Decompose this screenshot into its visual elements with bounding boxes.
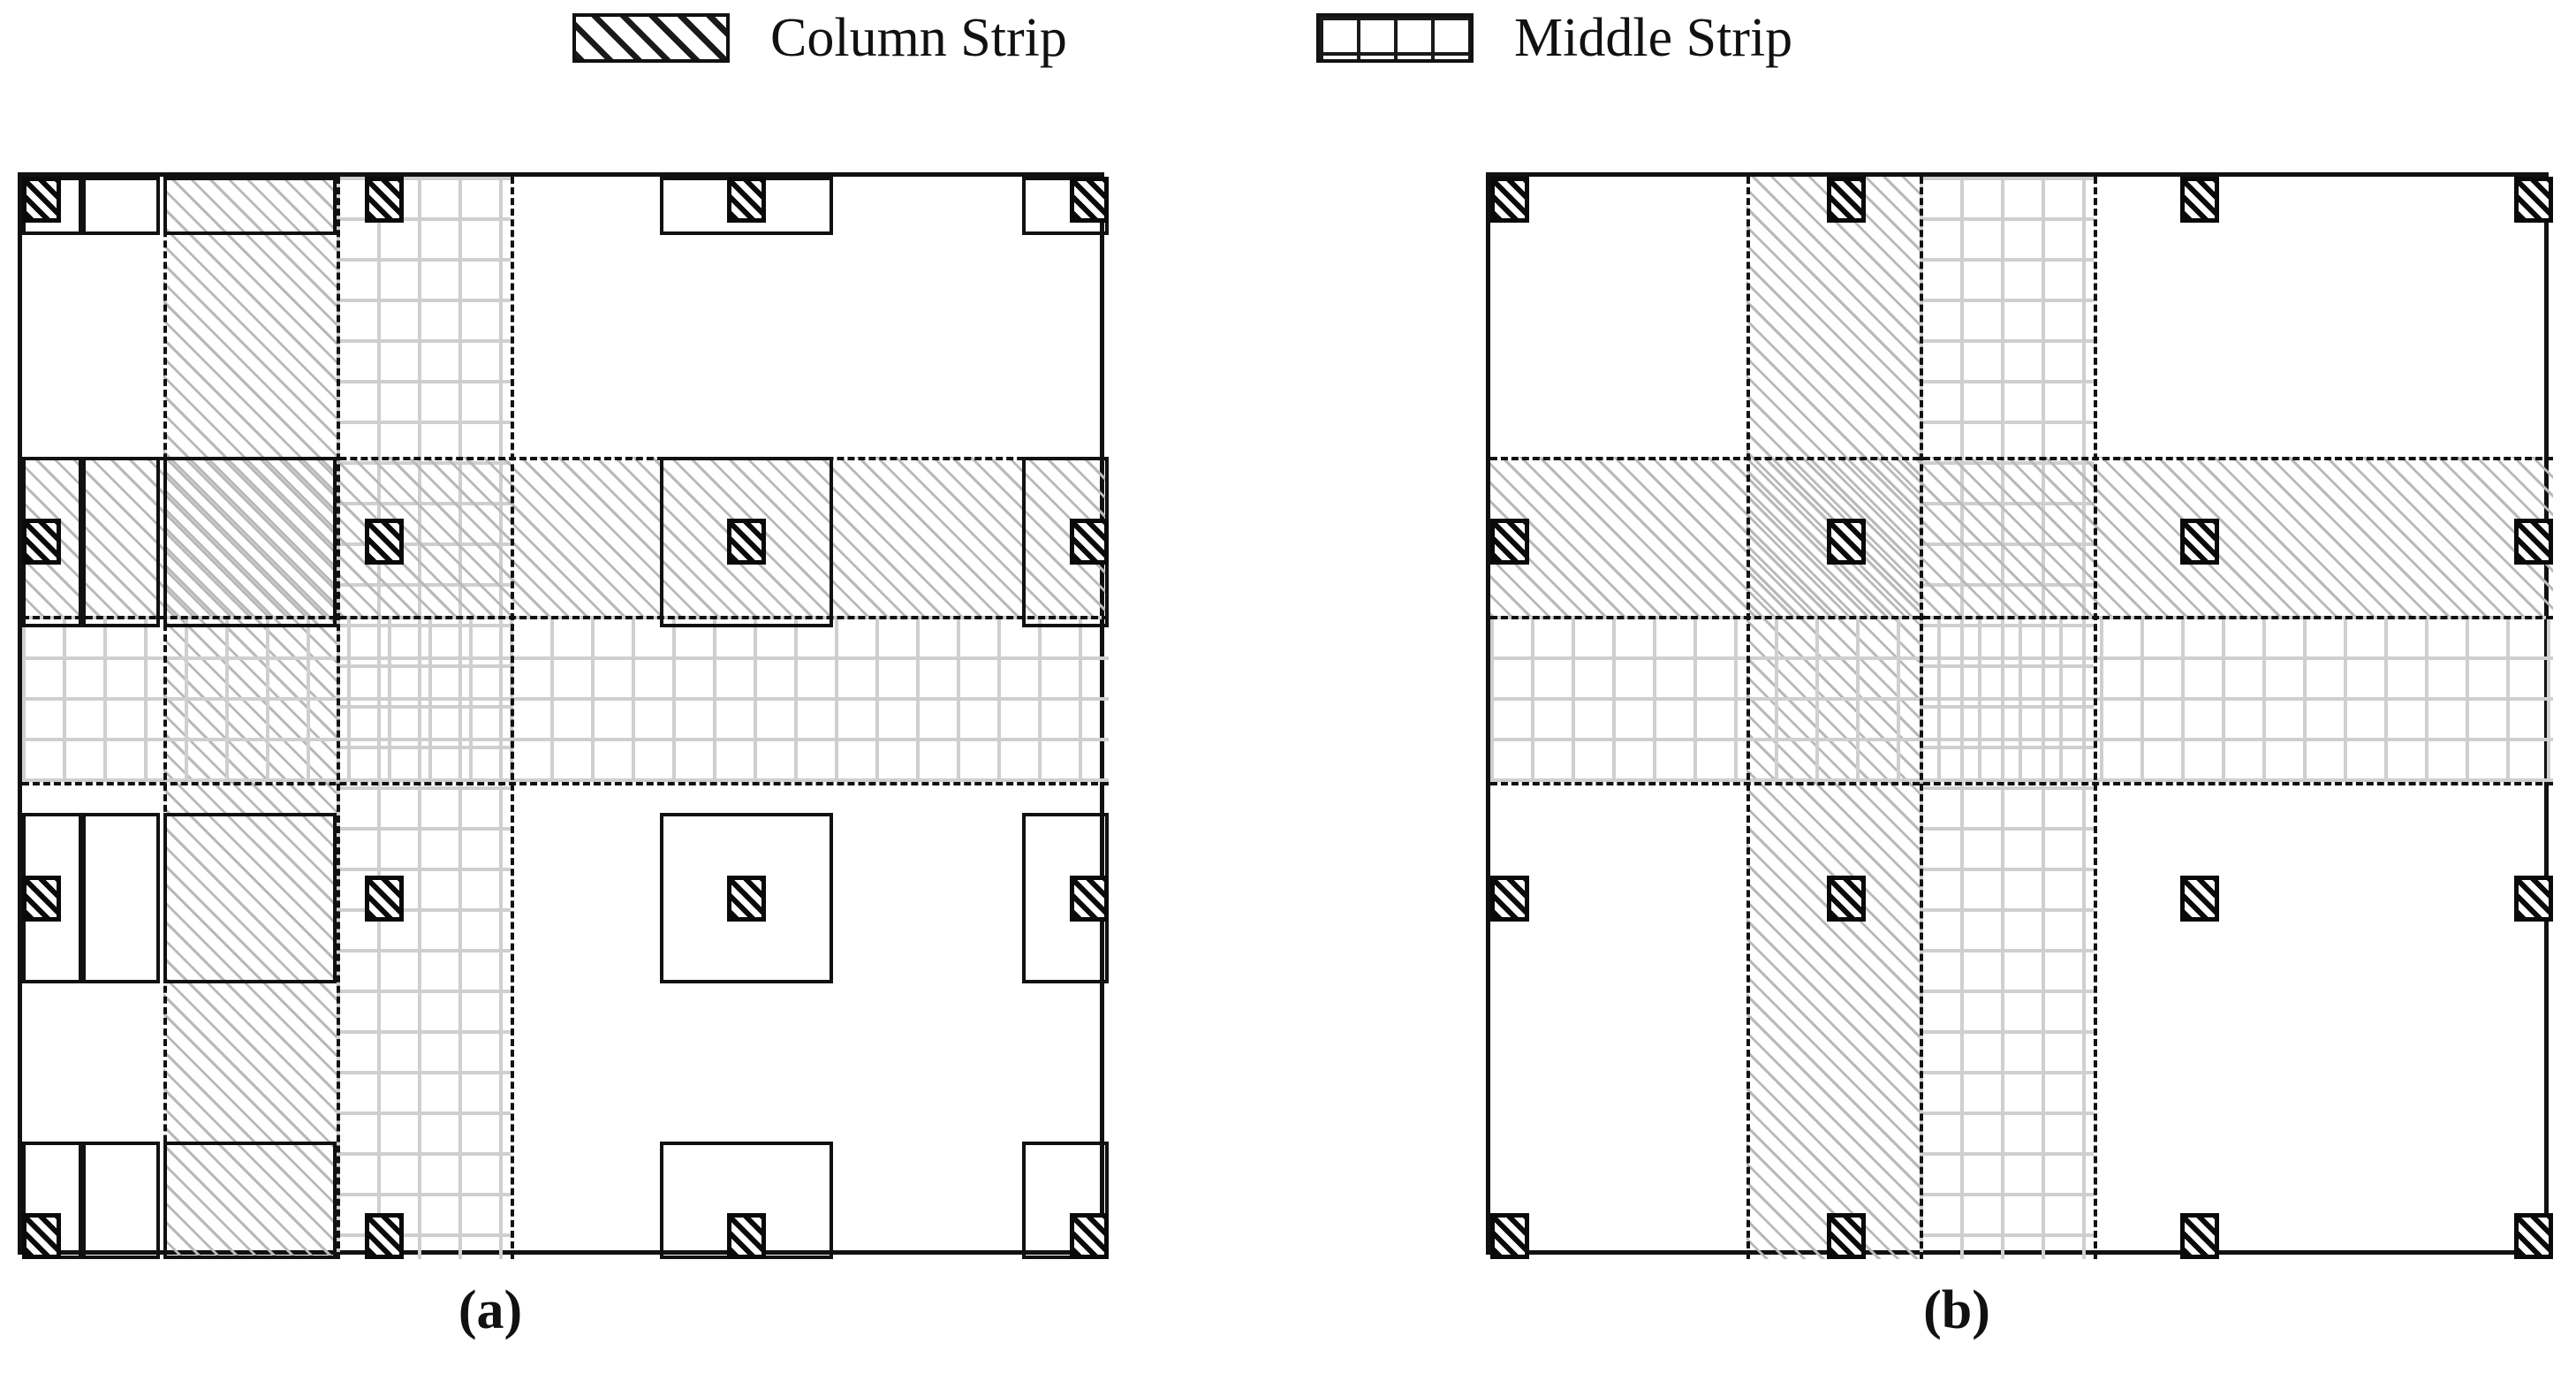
column-marker [2180, 876, 2219, 922]
column-marker [2514, 1213, 2553, 1259]
strip-boundary-line-vertical [163, 177, 167, 1259]
column-marker [365, 519, 404, 565]
drop-panel [163, 1142, 337, 1259]
drop-panel [163, 457, 337, 627]
strip-boundary-line-vertical [511, 177, 514, 1259]
column-marker [365, 876, 404, 922]
strip-boundary-line-vertical [1920, 177, 1923, 1259]
column-marker [1490, 519, 1529, 565]
column-marker [1490, 1213, 1529, 1259]
slab-panel-b [1486, 172, 2553, 1259]
column-marker [2514, 519, 2553, 565]
column-marker [22, 876, 61, 922]
strip-boundary-line-horizontal [22, 457, 1109, 460]
legend-item-column-strip: Column Strip [572, 11, 1067, 65]
column-marker [727, 519, 766, 565]
column-marker [22, 1213, 61, 1259]
column-marker [1827, 177, 1866, 223]
drop-panel [163, 813, 337, 983]
column-marker [2180, 1213, 2219, 1259]
column-marker [1070, 1213, 1109, 1259]
column-marker [727, 876, 766, 922]
legend: Column Strip Middle Strip [0, 0, 2576, 97]
column-marker [1070, 177, 1109, 223]
drop-panel [82, 1142, 160, 1259]
drop-panel [163, 177, 337, 235]
diagonal-hatch-swatch [572, 13, 730, 63]
strip-boundary-line-horizontal [1490, 782, 2553, 785]
column-marker [1070, 876, 1109, 922]
middle-strip-horizontal-band [22, 616, 1109, 782]
column-marker [1070, 519, 1109, 565]
column-marker [1490, 177, 1529, 223]
column-strip-horizontal-band [1490, 457, 2553, 616]
legend-label-column-strip: Column Strip [770, 8, 1067, 68]
drop-panel [660, 813, 833, 983]
slab-panel-a [18, 172, 1109, 1259]
drop-panel [82, 813, 160, 983]
strip-boundary-line-horizontal [22, 782, 1109, 785]
column-strip-horizontal-band [22, 457, 1109, 616]
strip-boundary-line-horizontal [1490, 457, 2553, 460]
column-marker [1827, 876, 1866, 922]
column-marker [2514, 876, 2553, 922]
column-marker [1827, 1213, 1866, 1259]
column-marker [22, 177, 61, 223]
strip-boundary-line-vertical [337, 177, 340, 1259]
strip-boundary-line-vertical [2094, 177, 2097, 1259]
column-marker [365, 177, 404, 223]
middle-strip-horizontal-band [1490, 616, 2553, 782]
drop-panel [82, 177, 160, 235]
drop-panel [82, 457, 160, 627]
strip-boundary-line-horizontal [22, 616, 1109, 619]
column-marker [2514, 177, 2553, 223]
column-marker [1827, 519, 1866, 565]
drop-panel [1022, 1142, 1109, 1259]
column-marker [1490, 876, 1529, 922]
strip-boundary-line-vertical [1746, 177, 1750, 1259]
column-marker [2180, 519, 2219, 565]
panel-b-label: (b) [1923, 1280, 1990, 1340]
column-marker [727, 177, 766, 223]
grid-hatch-swatch [1316, 13, 1474, 63]
column-marker [365, 1213, 404, 1259]
legend-label-middle-strip: Middle Strip [1514, 8, 1793, 68]
column-marker [22, 519, 61, 565]
strip-boundary-line-horizontal [1490, 616, 2553, 619]
panel-a-label: (a) [458, 1280, 523, 1340]
legend-item-middle-strip: Middle Strip [1316, 11, 1792, 65]
column-marker [2180, 177, 2219, 223]
column-marker [727, 1213, 766, 1259]
